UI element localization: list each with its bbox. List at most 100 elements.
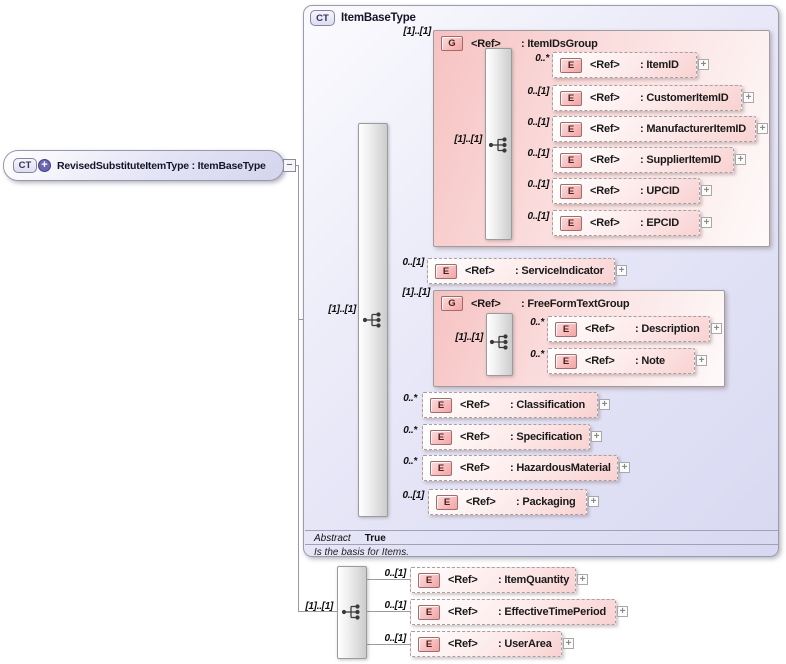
abstract-value: True	[364, 533, 386, 544]
container-title: ItemBaseType	[341, 12, 416, 24]
cardinality-label: 0..*	[403, 425, 417, 436]
element-label: : ServiceIndicator	[515, 265, 604, 277]
element-label: : UPCID	[640, 185, 680, 197]
expand-icon[interactable]: +	[743, 92, 754, 103]
element-badge: E	[436, 494, 458, 510]
expand-icon[interactable]: +	[591, 431, 602, 442]
expand-icon[interactable]: +	[701, 217, 712, 228]
expand-icon[interactable]: +	[696, 355, 707, 366]
group-badge: G	[441, 36, 463, 51]
ref-label: <Ref>	[460, 462, 490, 474]
expand-icon[interactable]: +	[619, 462, 630, 473]
ref-label: <Ref>	[471, 297, 501, 310]
element-label: : Note	[635, 355, 665, 367]
cardinality-label: 0..[1]	[527, 86, 549, 97]
element-userarea[interactable]: E <Ref> : UserArea +	[410, 631, 574, 657]
element-badge: E	[560, 57, 582, 73]
element-label: : ItemQuantity	[498, 574, 570, 586]
ref-label: <Ref>	[590, 92, 620, 104]
element-label: : UserArea	[498, 638, 552, 650]
element-packaging[interactable]: E <Ref> : Packaging +	[428, 489, 599, 515]
element-label: : ItemID	[640, 59, 679, 71]
sequence-compositor-icon[interactable]	[362, 311, 384, 329]
element-badge: E	[418, 636, 440, 652]
expand-icon[interactable]: +	[563, 638, 574, 649]
root-element-revisedsubstituteitemtype[interactable]: CT + RevisedSubstituteItemType : ItemBas…	[3, 150, 284, 181]
container-header[interactable]: CT ItemBaseType	[310, 10, 416, 26]
element-customeritemid[interactable]: E <Ref> : CustomerItemID +	[552, 85, 754, 111]
element-label: : Description	[635, 323, 700, 335]
ref-label: <Ref>	[590, 185, 620, 197]
expand-icon[interactable]: +	[711, 323, 722, 334]
element-label: : EPCID	[640, 217, 679, 229]
element-label: : CustomerItemID	[640, 92, 729, 104]
cardinality-label: 0..*	[535, 53, 549, 64]
complex-type-badge: CT	[310, 10, 335, 26]
ref-label: <Ref>	[590, 123, 620, 135]
collapse-icon[interactable]: −	[283, 159, 296, 172]
expand-icon[interactable]: +	[757, 123, 768, 134]
expand-icon[interactable]: +	[616, 265, 627, 276]
expand-icon[interactable]: +	[701, 185, 712, 196]
sequence-compositor-icon[interactable]	[341, 603, 363, 621]
element-itemid[interactable]: E <Ref> : ItemID +	[552, 52, 709, 78]
element-label: : ManufacturerItemID	[640, 123, 747, 135]
element-label: : SupplierItemID	[640, 154, 722, 166]
connector-line	[299, 611, 337, 612]
element-hazardousmaterial[interactable]: E <Ref> : HazardousMaterial +	[422, 455, 630, 481]
ref-label: <Ref>	[590, 154, 620, 166]
element-label: : Classification	[510, 399, 586, 411]
cardinality-label: 0..*	[403, 393, 417, 404]
element-upcid[interactable]: E <Ref> : UPCID +	[552, 178, 712, 204]
element-epcid[interactable]: E <Ref> : EPCID +	[552, 210, 712, 236]
sequence-compositor-icon[interactable]	[489, 333, 511, 351]
element-badge: E	[418, 604, 440, 620]
element-supplieritemid[interactable]: E <Ref> : SupplierItemID +	[552, 147, 746, 173]
root-element-label: RevisedSubstituteItemType : ItemBaseType	[57, 159, 266, 172]
expand-icon[interactable]: +	[698, 59, 709, 70]
cardinality-label: 0..[1]	[527, 211, 549, 222]
element-label: : EffectiveTimePeriod	[498, 606, 607, 618]
element-label: : Packaging	[516, 496, 576, 508]
group-badge: G	[441, 296, 463, 311]
cardinality-label: 0..[1]	[384, 568, 406, 579]
element-manufactureritemid[interactable]: E <Ref> : ManufacturerItemID +	[552, 116, 768, 142]
element-badge: E	[435, 263, 457, 279]
expand-icon[interactable]: +	[588, 496, 599, 507]
cardinality-label: [1]..[1]	[455, 332, 483, 343]
element-specification[interactable]: E <Ref> : Specification +	[422, 424, 602, 450]
facet-separator	[305, 530, 778, 531]
group-label: : FreeFormTextGroup	[521, 297, 630, 310]
cardinality-label: 0..*	[403, 456, 417, 467]
expand-icon[interactable]: +	[599, 399, 610, 410]
cardinality-label: 0..[1]	[402, 257, 424, 268]
element-badge: E	[430, 429, 452, 445]
expand-icon[interactable]: +	[735, 154, 746, 165]
derived-plus-icon: +	[38, 159, 51, 172]
connector-line	[295, 165, 299, 166]
connector-line	[298, 165, 299, 612]
element-label: : Specification	[510, 431, 583, 443]
annotation-text: Is the basis for Items.	[314, 547, 410, 558]
expand-icon[interactable]: +	[577, 574, 588, 585]
expand-icon[interactable]: +	[617, 606, 628, 617]
sequence-compositor-icon[interactable]	[488, 136, 510, 154]
cardinality-label: 0..[1]	[527, 117, 549, 128]
group-label: : ItemIDsGroup	[521, 37, 598, 50]
element-badge: E	[418, 572, 440, 588]
element-effectivetimeperiod[interactable]: E <Ref> : EffectiveTimePeriod +	[410, 599, 628, 625]
connector-line	[367, 644, 410, 645]
ref-label: <Ref>	[460, 431, 490, 443]
element-note[interactable]: E <Ref> : Note +	[547, 348, 707, 374]
ref-label: <Ref>	[460, 399, 490, 411]
element-classification[interactable]: E <Ref> : Classification +	[422, 392, 610, 418]
element-badge: E	[560, 152, 582, 168]
element-description[interactable]: E <Ref> : Description +	[547, 316, 722, 342]
element-serviceindicator[interactable]: E <Ref> : ServiceIndicator +	[427, 258, 627, 284]
element-itemquantity[interactable]: E <Ref> : ItemQuantity +	[410, 567, 588, 593]
cardinality-label: 0..[1]	[527, 179, 549, 190]
ref-label: <Ref>	[585, 323, 615, 335]
element-badge: E	[560, 90, 582, 106]
